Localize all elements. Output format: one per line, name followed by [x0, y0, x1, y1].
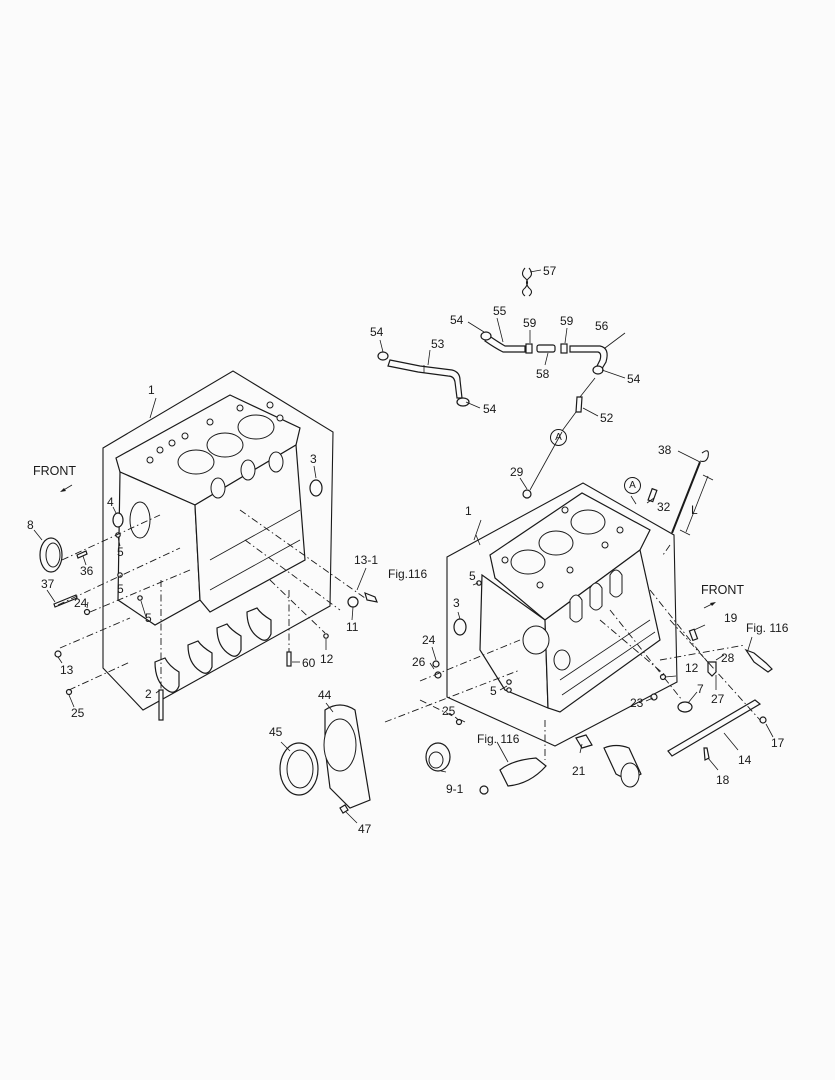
- dimension-label: L: [691, 503, 698, 517]
- callout: 38: [658, 443, 672, 457]
- right-cylinder-block: [384, 431, 774, 795]
- callout: 23: [630, 696, 644, 710]
- callout: 45: [269, 725, 283, 739]
- marker-a: A: [624, 477, 641, 494]
- callout: 32: [657, 500, 671, 514]
- front-label-left: FRONT: [33, 464, 77, 478]
- callout: 5: [490, 684, 497, 698]
- callout: 17: [771, 736, 785, 750]
- callout: 54: [627, 372, 641, 386]
- callout: 29: [510, 465, 524, 479]
- callout: 28: [721, 651, 735, 665]
- callout: 59: [523, 316, 537, 330]
- callout: 60: [302, 656, 316, 670]
- callout: 24: [422, 633, 436, 647]
- callout: 27: [711, 692, 725, 706]
- marker-a: A: [550, 429, 567, 446]
- callout: 11: [346, 620, 359, 634]
- fig-reference: Fig.116: [388, 567, 428, 581]
- callout: 5: [145, 611, 152, 625]
- callout: 12: [320, 652, 334, 666]
- callout: 9-1: [446, 782, 464, 796]
- rear-oil-seal-case: [279, 702, 371, 824]
- fig-reference: Fig. 116: [477, 732, 520, 746]
- callout: 24: [74, 596, 88, 610]
- breather-hose-group: [377, 267, 626, 432]
- callout: 13: [60, 663, 74, 677]
- callout: 2: [145, 687, 152, 701]
- callout: 7: [697, 682, 704, 696]
- callout: 21: [572, 764, 586, 778]
- fig-reference: Fig. 116: [746, 621, 789, 635]
- callout: 36: [80, 564, 94, 578]
- callout: 56: [595, 319, 609, 333]
- callout: 18: [716, 773, 730, 787]
- callout: 54: [370, 325, 384, 339]
- callout: 5: [117, 582, 124, 596]
- callout: 47: [358, 822, 372, 836]
- callout: 58: [536, 367, 550, 381]
- callout: 19: [724, 611, 738, 625]
- callout: 59: [560, 314, 574, 328]
- callout: 12: [685, 661, 699, 675]
- callout: 14: [738, 753, 752, 767]
- callout: 26: [412, 655, 426, 669]
- callout: 54: [450, 313, 464, 327]
- callout: 37: [41, 577, 55, 591]
- callout: 52: [600, 411, 614, 425]
- callout: 25: [442, 704, 456, 718]
- callout: 57: [543, 264, 557, 278]
- callout: 8: [27, 518, 34, 532]
- callout: 44: [318, 688, 332, 702]
- callout: 4: [107, 495, 114, 509]
- left-cylinder-block: [33, 370, 378, 721]
- front-label-right: FRONT: [701, 583, 745, 597]
- callout: 13-1: [354, 553, 379, 567]
- callout: 5: [469, 569, 476, 583]
- callout: 25: [71, 706, 85, 720]
- callout: 1: [148, 383, 155, 397]
- callout: 55: [493, 304, 507, 318]
- callout: 3: [453, 596, 460, 610]
- callout: 3: [310, 452, 317, 466]
- callout: 1: [465, 504, 472, 518]
- callout: 54: [483, 402, 497, 416]
- callout: 5: [117, 545, 124, 559]
- callout: 53: [431, 337, 445, 351]
